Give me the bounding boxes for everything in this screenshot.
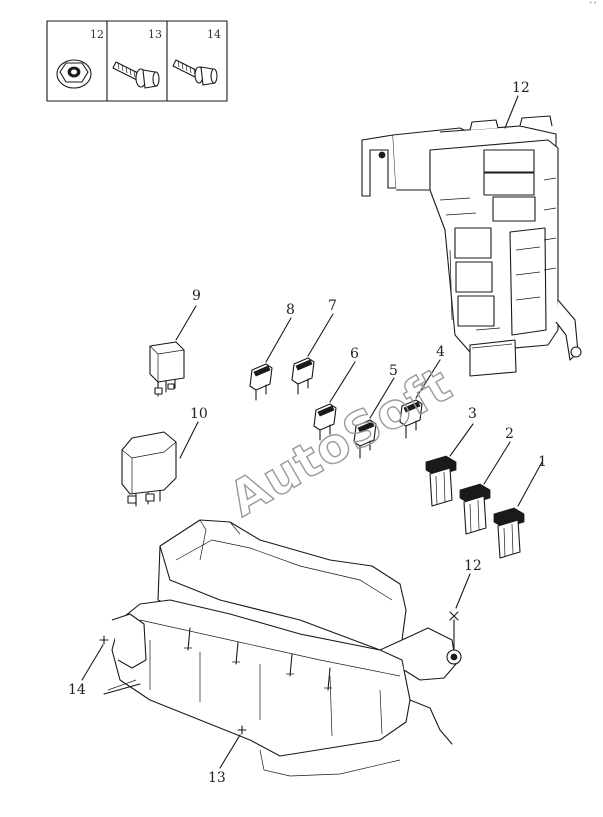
callout-12-bottom: 12: [464, 558, 482, 574]
cartridge-fuse-3: [425, 455, 457, 507]
callout-1: 1: [538, 454, 547, 470]
flange-bolt-icon: [112, 61, 160, 89]
short-bolt-icon: [172, 59, 218, 86]
relay-10: [121, 431, 177, 507]
leader-2: [483, 441, 511, 485]
fastener-marker-12: [449, 611, 459, 621]
corner-mark: ´´: [588, 1, 597, 12]
callout-4: 4: [436, 344, 445, 360]
callout-13: 13: [208, 770, 226, 786]
leader-7: [307, 313, 334, 357]
callout-3: 3: [468, 406, 477, 422]
callout-7: 7: [328, 298, 337, 314]
leader-9: [175, 305, 197, 341]
callout-9: 9: [192, 288, 201, 304]
callout-5: 5: [389, 363, 398, 379]
blade-fuse-6: [313, 403, 337, 441]
cartridge-fuse-1: [493, 507, 525, 559]
callout-2: 2: [505, 426, 514, 442]
lower-fuse-box-housing: [103, 519, 462, 777]
callout-12-top: 12: [512, 80, 530, 96]
blade-fuse-8: [249, 363, 273, 401]
leader-14: [81, 644, 104, 681]
callout-10: 10: [190, 406, 208, 422]
legend-number-14: 14: [207, 28, 221, 41]
leader-4: [415, 359, 441, 399]
leader-13: [219, 734, 241, 769]
legend-number-12: 12: [90, 28, 104, 41]
leader-8: [265, 317, 292, 363]
fastener-legend-box: 12 13 14: [46, 20, 228, 102]
relay-carrier-bracket: [361, 115, 582, 377]
blade-fuse-4: [399, 399, 423, 439]
leader-10: [179, 421, 199, 459]
cartridge-fuse-2: [459, 483, 491, 535]
flange-nut-icon: [56, 59, 92, 89]
blade-fuse-5: [353, 419, 377, 459]
callout-6: 6: [350, 346, 359, 362]
leader-3: [449, 423, 474, 457]
blade-fuse-7: [291, 357, 315, 395]
fastener-marker-14: [99, 635, 109, 645]
leader-12-bottom: [455, 573, 471, 609]
leader-1: [517, 461, 543, 507]
leader-12-top: [504, 95, 519, 129]
fastener-marker-13: [237, 725, 247, 735]
legend-number-13: 13: [148, 28, 162, 41]
leader-6: [329, 361, 356, 403]
relay-9: [149, 341, 185, 397]
leader-5: [369, 377, 395, 419]
callout-8: 8: [286, 302, 295, 318]
callout-14: 14: [68, 682, 86, 698]
